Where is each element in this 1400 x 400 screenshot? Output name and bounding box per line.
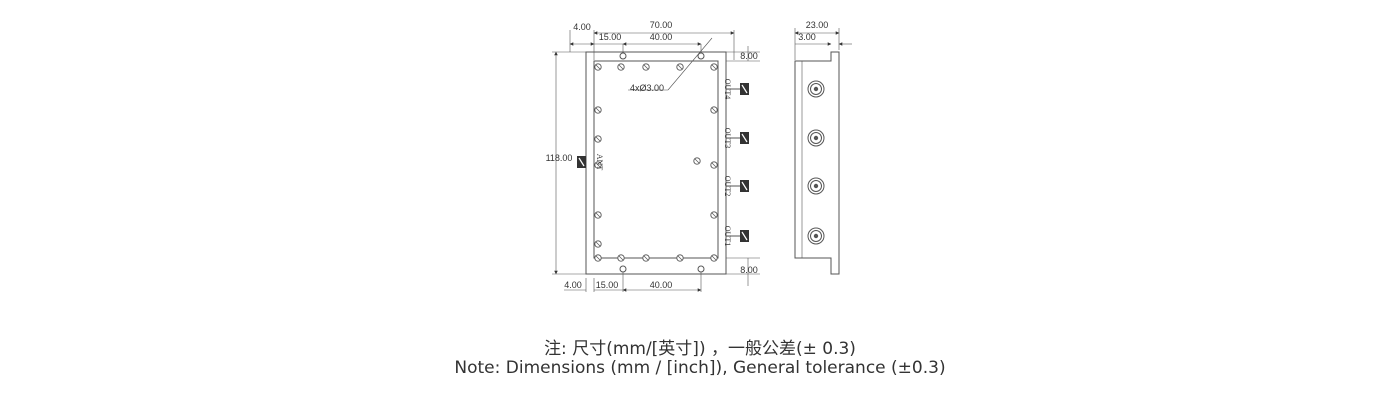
screw-icon	[693, 157, 701, 165]
sma-connector-icon	[807, 177, 825, 195]
side-view	[794, 28, 852, 275]
output-connector	[726, 132, 749, 144]
screw-icon	[642, 63, 650, 71]
output-connector	[726, 230, 749, 242]
dim-height: 118.00	[546, 153, 573, 163]
dim-hole-spacing-bottom: 40.00	[650, 280, 673, 290]
mounting-holes	[619, 52, 705, 273]
screw-icon	[710, 106, 718, 114]
dim-left-offset-top: 4.00	[573, 22, 591, 32]
sma-connector-icon	[807, 80, 825, 98]
housing-body	[593, 60, 719, 259]
port-label-ant: ANT	[595, 154, 604, 171]
dim-hole-spacing-top: 40.00	[650, 32, 673, 42]
front-view	[552, 30, 760, 292]
screw-icon	[594, 161, 602, 169]
screw-icon	[710, 211, 718, 219]
dim-side-depth: 23.00	[806, 20, 829, 30]
screw-icon	[676, 63, 684, 71]
hole-callout: 4xØ3.00	[630, 83, 664, 93]
note-chinese: 注: 尺寸(mm/[英寸]) ，一般公差(± 0.3)	[544, 339, 856, 359]
screw-icon	[594, 240, 602, 248]
dim-total-width: 70.00	[650, 20, 673, 30]
dim-hole-offset-bottom: 15.00	[596, 280, 619, 290]
mounting-hole	[697, 52, 705, 60]
dim-top-margin: 8.00	[740, 51, 758, 61]
mounting-hole	[619, 52, 627, 60]
housing-screws	[594, 63, 718, 262]
screw-icon	[594, 135, 602, 143]
screw-icon	[617, 254, 625, 262]
screw-icon	[617, 63, 625, 71]
ant-connector	[577, 156, 586, 168]
screw-icon	[594, 63, 602, 71]
side-view-connectors	[807, 80, 825, 245]
screw-icon	[594, 106, 602, 114]
screw-icon	[676, 254, 684, 262]
port-label-out3: OUT3	[723, 128, 732, 148]
mounting-hole	[619, 265, 627, 273]
screw-icon	[594, 211, 602, 219]
screw-icon	[642, 254, 650, 262]
dim-left-offset-bottom: 4.00	[564, 280, 582, 290]
screw-icon	[710, 254, 718, 262]
sma-connector-icon	[807, 227, 825, 245]
port-label-out2: OUT2	[723, 176, 732, 196]
dim-hole-offset-top: 15.00	[599, 32, 622, 42]
screw-icon	[594, 254, 602, 262]
mounting-hole	[697, 265, 705, 273]
screw-icon	[710, 161, 718, 169]
sma-connector-icon	[807, 129, 825, 147]
output-connector	[726, 83, 749, 95]
port-label-out1: OUT1	[723, 226, 732, 246]
output-connector	[726, 180, 749, 192]
screw-icon	[710, 63, 718, 71]
dim-bottom-margin: 8.00	[740, 265, 758, 275]
port-label-out4: OUT4	[723, 79, 732, 99]
note-english: Note: Dimensions (mm / [inch]), General …	[454, 358, 946, 378]
dim-side-flange: 3.00	[798, 32, 816, 42]
